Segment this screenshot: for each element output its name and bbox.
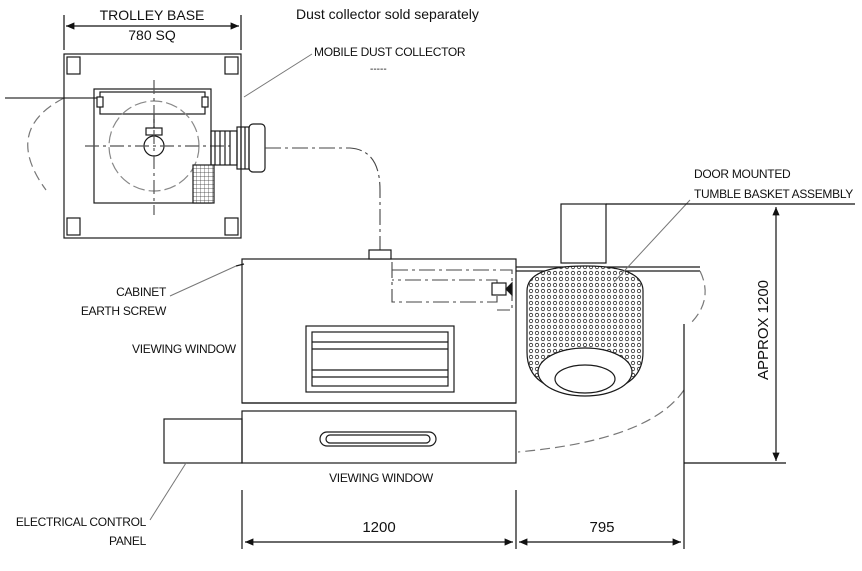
dust-collector-leader <box>243 53 313 98</box>
tumble-basket-leader <box>613 199 691 283</box>
cabinet-earth-leader <box>169 265 237 297</box>
door-width-value: 795 <box>589 519 614 536</box>
door-mounted-label: DOOR MOUNTED <box>694 167 791 181</box>
height-dimension-value: APPROX 1200 <box>755 280 772 380</box>
dust-collector-label: MOBILE DUST COLLECTOR <box>314 45 466 59</box>
tumble-basket-assembly <box>516 203 706 453</box>
viewing-window-bottom-label: VIEWING WINDOW <box>329 471 434 485</box>
dust-duct-line <box>265 147 513 311</box>
mobile-dust-collector <box>5 53 266 239</box>
cabinet-label: CABINET <box>116 285 167 299</box>
control-panel-label-2: PANEL <box>109 534 147 548</box>
height-dimension-line <box>606 203 855 464</box>
trolley-dimension-line <box>63 15 242 50</box>
trolley-size-label: 780 SQ <box>128 27 176 43</box>
control-panel-leader <box>149 462 187 521</box>
cabinet-width-value: 1200 <box>362 519 395 536</box>
earth-screw-label: EARTH SCREW <box>81 304 167 318</box>
dust-collector-note: Dust collector sold separately <box>296 6 479 22</box>
cabinet <box>163 249 517 464</box>
width-dimension-lines <box>241 324 685 549</box>
tumble-basket-label: TUMBLE BASKET ASSEMBLY <box>694 187 853 201</box>
dust-collector-dashes: ----- <box>370 64 387 75</box>
control-panel-label-1: ELECTRICAL CONTROL <box>16 515 147 529</box>
viewing-window-side-label: VIEWING WINDOW <box>132 342 237 356</box>
trolley-base-label: TROLLEY BASE <box>100 7 205 23</box>
